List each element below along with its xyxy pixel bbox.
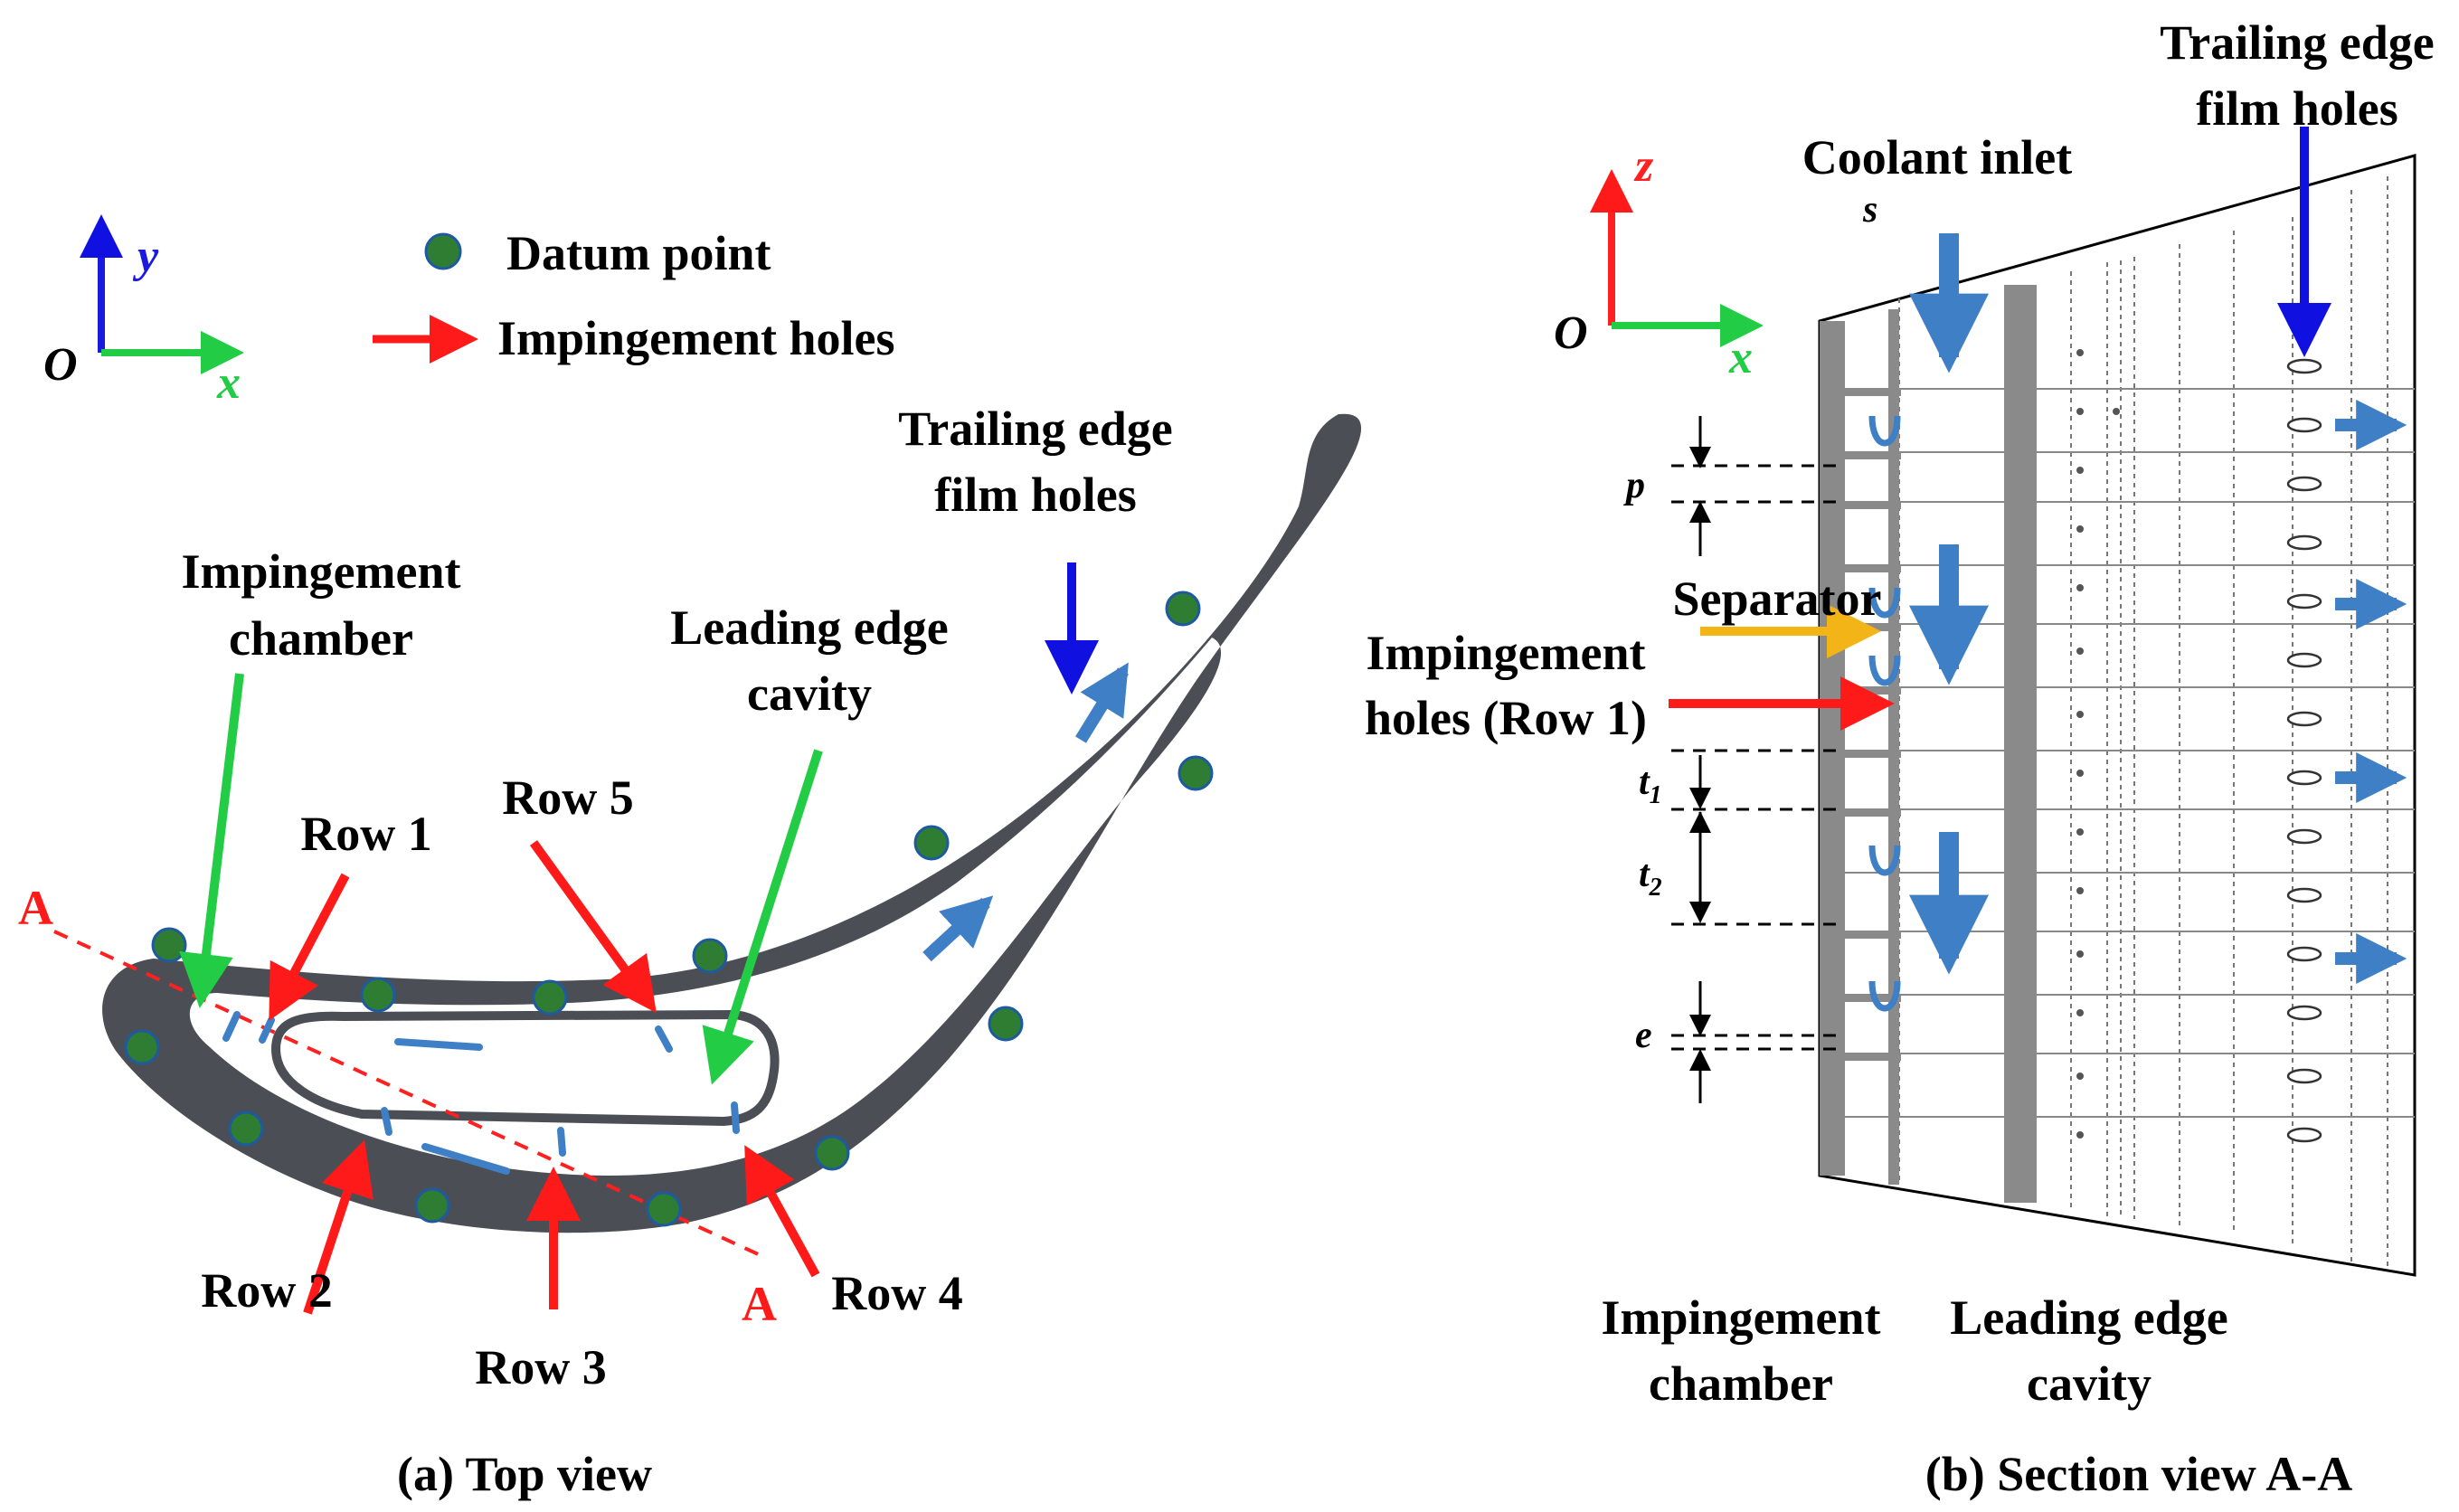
hole-mark [222,1011,241,1042]
datum-point [1165,591,1201,627]
row1-arrow [269,873,350,1021]
section-view-caption: (b) Section view A-A [1925,1447,2352,1501]
coolant-arrows [1909,233,2407,984]
impingement-chamber-outline [195,993,218,1042]
internal-flow-arrow [922,895,994,962]
datum-point [151,927,187,963]
dim-t1-label: t1 [1639,761,1662,809]
tv-trailing-edge-line2: film holes [934,468,1137,522]
separator-label: Separator [1673,572,1882,626]
hole-mark [655,1025,673,1053]
row5-arrow [529,840,657,1014]
impingement-hole-marks [222,1011,740,1175]
tv-impingement-chamber-line1: Impingement [182,544,461,599]
datum-point [692,938,728,974]
section-walls [1820,285,2037,1203]
dim-p-label: p [1623,465,1645,506]
datum-points [124,591,1214,1227]
impingement-chamber-pointer [179,673,244,1008]
origin-label-b: O [1554,307,1588,359]
datum-point-legend-marker [424,232,462,270]
outer-wall [1820,321,1845,1176]
hole-mark [731,1101,740,1134]
section-outline [1818,154,2416,1277]
sv-leading-edge-line2: cavity [2027,1356,2152,1411]
tv-leading-edge-line1: Leading edge [670,600,949,655]
sv-leading-edge-line1: Leading edge [1950,1290,2228,1345]
sv-impingement-holes-line1: Impingement [1367,626,1646,680]
datum-point [124,1029,160,1065]
hole-mark [394,1038,483,1051]
tv-trailing-edge-line1: Trailing edge [898,402,1173,456]
top-view-legend: Datum point Impingement holes [373,226,895,365]
section-view-panel: z x O [1365,15,2435,1501]
section-a-top-label: A [18,881,53,935]
hole-mark [381,1107,392,1136]
datum-point [228,1110,264,1147]
coolant-inlet-label: Coolant inlet [1802,130,2073,184]
tv-impingement-chamber-line2: chamber [229,611,413,666]
datum-point [360,977,396,1013]
tv-leading-edge-line2: cavity [747,666,872,721]
row-arrows [269,840,820,1315]
top-view-axes: y x O [43,214,244,409]
row5-label: Row 5 [502,770,634,825]
x-axis-label-b: x [1728,332,1753,383]
section-a-bottom-label: A [742,1277,777,1331]
hole-mark [421,1143,510,1175]
sv-impingement-chamber-line1: Impingement [1602,1290,1881,1345]
x-axis-label: x [216,357,241,409]
datum-point [988,1006,1024,1042]
origin-label: O [43,339,78,391]
datum-point [532,979,568,1016]
dim-e-label: e [1635,1015,1652,1056]
sv-trailing-edge-line1: Trailing edge [2160,15,2435,70]
row3-label: Row 3 [475,1340,607,1394]
legend-datum-point: Datum point [506,226,771,280]
row2-label: Row 2 [201,1263,333,1318]
hole-mark [557,1127,566,1157]
coolant-inlet-sub: s [1862,189,1877,231]
sv-trailing-edge-line2: film holes [2196,81,2398,136]
datum-point [646,1191,682,1227]
row4-label: Row 4 [831,1266,963,1320]
section-view-axes: z x O [1554,140,1764,383]
row4-arrow [744,1145,820,1278]
separator-plate [1888,309,1899,1185]
datum-point [913,825,950,861]
hole-mark [259,1016,275,1044]
sv-impingement-chamber-line2: chamber [1649,1356,1833,1411]
top-view-panel: y x O Datum point Impingement holes A A [18,214,1362,1501]
leading-edge-cavity-pointer [702,749,823,1085]
te-film-holes [2286,358,2322,1143]
top-view-caption: (a) Top view [397,1447,652,1501]
separator-wall [270,1009,780,1127]
sv-impingement-holes-line2: holes (Row 1) [1365,691,1647,745]
datum-point [814,1135,850,1171]
cavity-wall [2004,285,2037,1203]
cavity-dots [2076,349,2120,1139]
datum-point [414,1187,450,1224]
row2-arrow [303,1139,374,1315]
legend-impingement-holes: Impingement holes [497,311,895,365]
dim-t2-label: t2 [1639,854,1662,902]
section-line-a-a [53,930,765,1259]
datum-point [1177,755,1214,791]
y-axis-label: y [132,231,159,282]
z-axis-label: z [1633,140,1654,192]
film-hole-flow-arrow [1075,662,1129,743]
row1-label: Row 1 [300,807,432,861]
